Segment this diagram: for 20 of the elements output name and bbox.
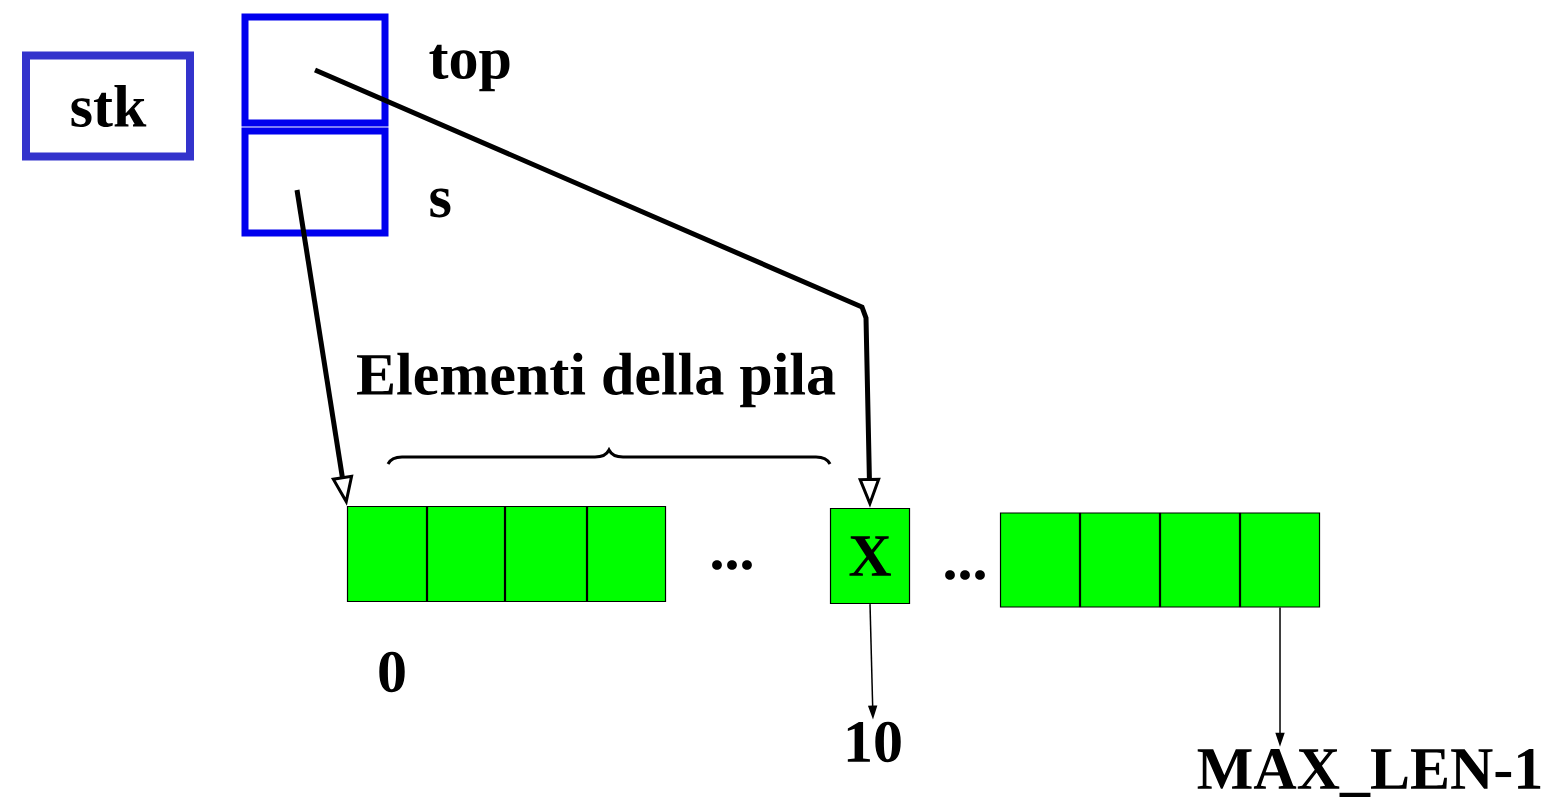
array-cell (1079, 512, 1161, 608)
array-cell (504, 505, 588, 603)
array-cell: X (829, 507, 911, 605)
ellipsis: ... (945, 570, 985, 580)
ellipsis: ... (712, 560, 752, 570)
field-name: top (429, 44, 510, 92)
index-label: MAX_LEN-1 (1197, 749, 1541, 797)
field-box (241, 127, 389, 237)
variable-box: stk (22, 51, 194, 161)
brace-label: Elementi della pila (357, 352, 836, 408)
array-cell (426, 505, 506, 603)
array-cell (999, 512, 1081, 608)
field-name: s (430, 188, 451, 218)
array-cell (346, 505, 428, 603)
field-box (241, 13, 389, 127)
array-cell (1239, 512, 1321, 608)
array-cell (586, 505, 667, 603)
index-label: 10 (847, 721, 901, 763)
index-label: 0 (379, 651, 405, 693)
array-cell (1159, 512, 1241, 608)
